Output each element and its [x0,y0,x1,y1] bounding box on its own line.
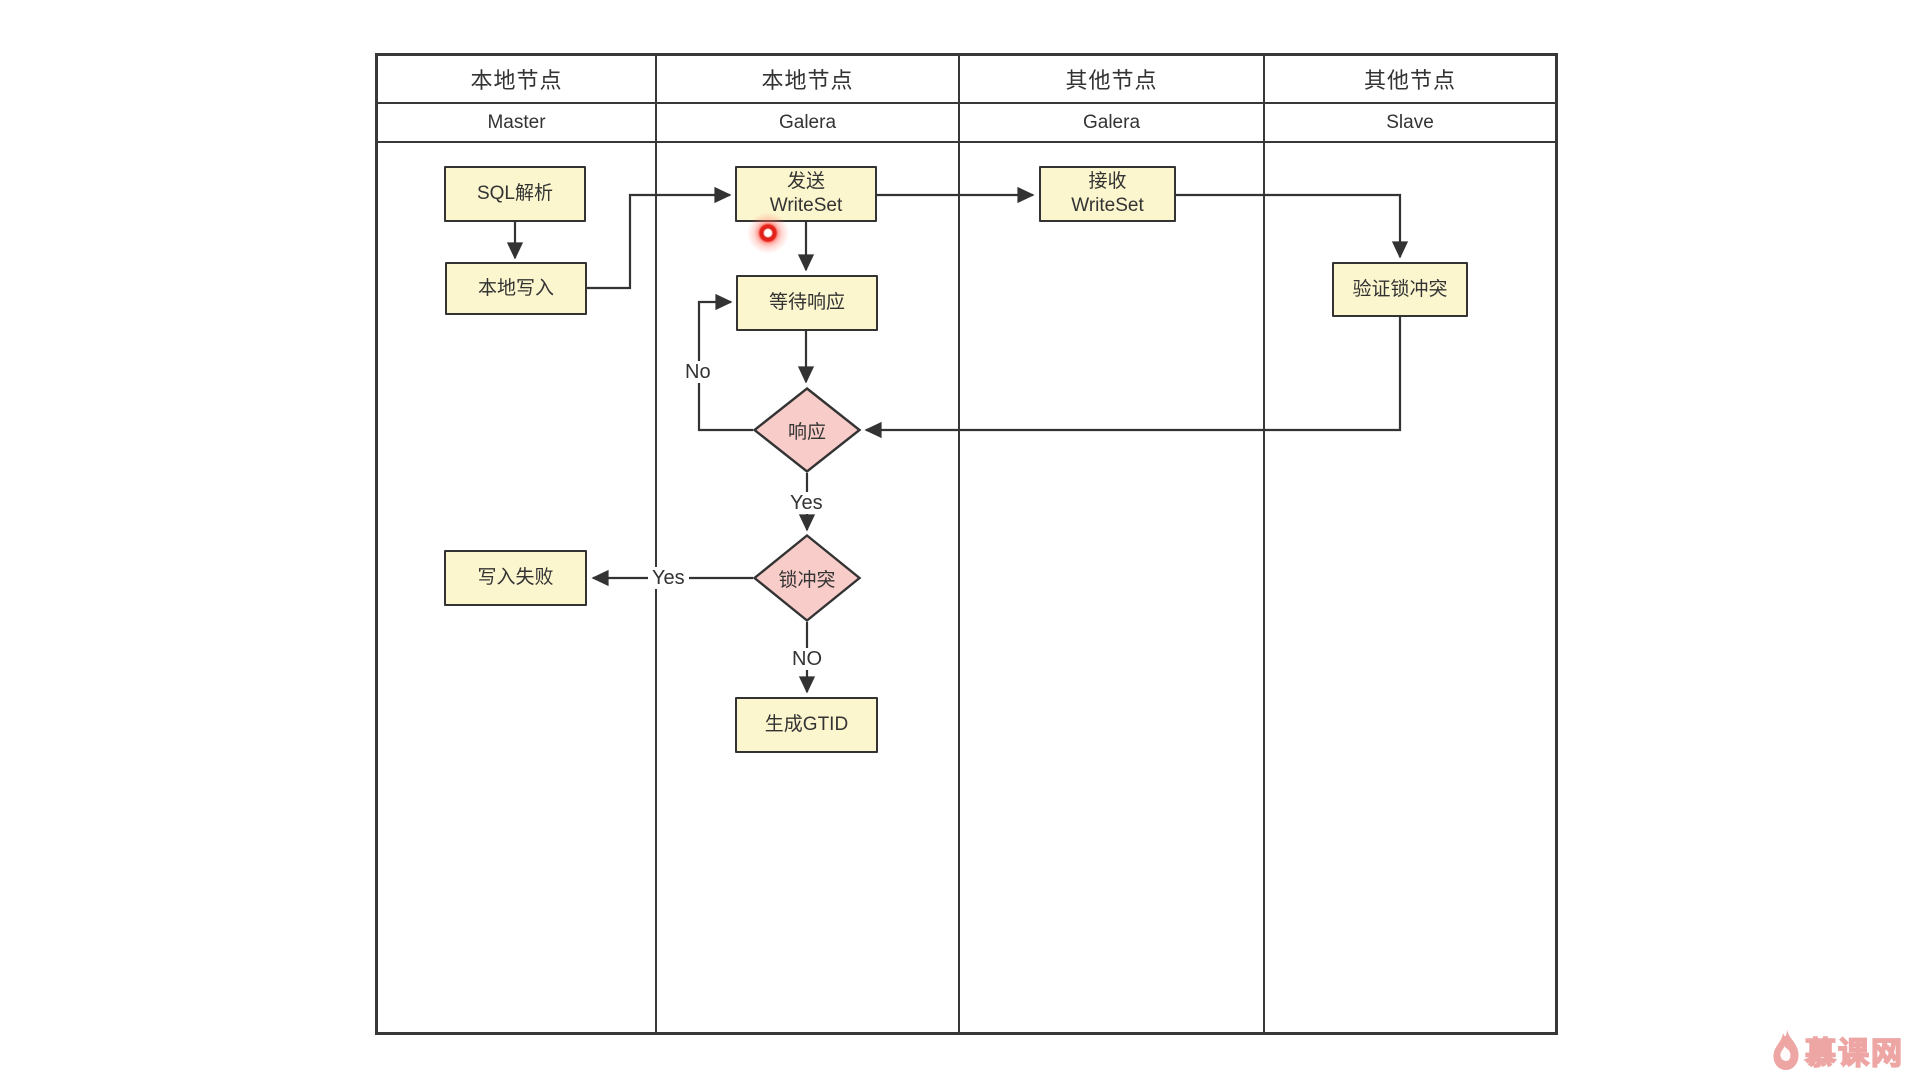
node-wait-response-label: 等待响应 [768,292,845,313]
lane4-role-cell: Slave [1265,104,1555,141]
node-sql-parse: SQL解析 [444,166,586,222]
decision-response: 响应 [752,386,862,474]
node-write-fail: 写入失败 [444,550,587,606]
edge-label-conflict-yes: Yes [648,567,689,589]
lane2-group-label: 本地节点 [761,68,854,93]
lane4-role-label: Slave [1386,111,1434,133]
node-send-writeset-line2: WriteSet [769,195,843,216]
decision-response-shape [752,386,862,474]
node-local-write: 本地写入 [445,262,587,315]
lane3-group-cell: 其他节点 [960,56,1263,102]
lane2-role-label: Galera [778,111,837,133]
node-write-fail-label: 写入失败 [477,567,554,588]
node-wait-response: 等待响应 [736,275,878,331]
lane3-role-cell: Galera [960,104,1263,141]
node-local-write-label: 本地写入 [477,277,554,299]
node-recv-writeset-line1: 接收 [1088,171,1127,192]
edge-label-conflict-no: NO [788,648,826,670]
lane3-group-label: 其他节点 [1065,68,1158,93]
node-sql-parse-label: SQL解析 [476,183,554,204]
decision-lock-conflict: 锁冲突 [752,533,862,623]
node-generate-gtid-label: 生成GTID [764,714,849,735]
flame-icon [1773,1028,1799,1070]
lane-divider-3 [1263,56,1265,1032]
swimlane-table: 本地节点 本地节点 其他节点 其他节点 Master Galera Galera… [375,53,1558,1035]
node-generate-gtid: 生成GTID [735,697,878,753]
lane1-group-cell: 本地节点 [378,56,655,102]
laser-pointer-dot [746,211,790,255]
lane2-role-cell: Galera [657,104,958,141]
edge-label-response-yes: Yes [786,492,827,514]
lane1-role-cell: Master [378,104,655,141]
decision-lock-conflict-shape [752,533,862,623]
lane1-role-label: Master [487,111,546,133]
node-recv-writeset-line2: WriteSet [1071,195,1144,216]
node-send-writeset-line1: 发送 [786,171,825,192]
header-divider-1 [378,102,1555,104]
node-recv-writeset: 接收 WriteSet [1039,166,1176,222]
lane4-group-label: 其他节点 [1363,68,1456,93]
header-divider-2 [378,141,1555,143]
imooc-brand-text: 慕课网 [1804,1035,1904,1072]
lane2-group-cell: 本地节点 [657,56,958,102]
lane4-group-cell: 其他节点 [1265,56,1555,102]
lane-divider-2 [958,56,960,1032]
lane1-group-label: 本地节点 [470,68,563,93]
edge-label-response-no: No [681,361,715,383]
node-verify-lock-conflict-label: 验证锁冲突 [1352,278,1448,300]
lane3-role-label: Galera [1082,111,1141,133]
decision-response-label: 响应 [787,421,826,443]
lane-divider-1 [655,56,657,1032]
imooc-watermark: 慕课网 [1772,1028,1904,1073]
decision-lock-conflict-label: 锁冲突 [778,569,836,591]
node-verify-lock-conflict: 验证锁冲突 [1332,262,1468,317]
